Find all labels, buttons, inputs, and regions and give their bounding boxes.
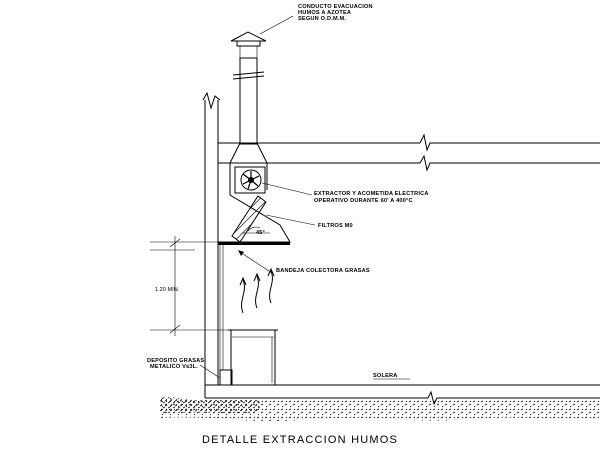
- grease-filter: [231, 195, 267, 243]
- extractor-fan-icon: [234, 166, 266, 194]
- floor-label: SOLERA: [373, 373, 398, 379]
- filters-label: FILTROS M0: [318, 223, 353, 229]
- height-label: 1.20 MIN.: [155, 287, 180, 293]
- deposit-label-1: DEPOSITO GRASAS: [147, 358, 204, 364]
- flue-duct: [230, 31, 267, 145]
- tray-label: BANDEJA COLECTORA GRASAS: [276, 268, 370, 274]
- extractor-label-1: EXTRACTOR Y ACOMETIDA ELECTRICA: [314, 191, 429, 197]
- smoke-arrows: [239, 267, 275, 314]
- angle-mark: [242, 226, 270, 234]
- ceiling-slab: [218, 133, 600, 172]
- height-dimension: [150, 236, 228, 336]
- chimney-label-1: CONDUCTO EVACUACION: [298, 4, 373, 10]
- extractor-label-2: OPERATIVO DURANTE 60' A 400°C: [314, 198, 413, 204]
- leader-lines: [199, 15, 410, 380]
- grease-tray: [219, 245, 224, 370]
- ground: [160, 397, 600, 422]
- labels: CONDUCTO EVACUACION HUMOS A AZOTEA SEGUN…: [147, 4, 429, 446]
- grease-deposit: [219, 369, 233, 386]
- angle-label: 45°: [256, 230, 265, 236]
- diagram-title: DETALLE EXTRACCION HUMOS: [202, 434, 398, 446]
- cooking-appliance-icon: [228, 329, 278, 386]
- left-wall: [202, 91, 221, 398]
- extractor-hood: [218, 142, 291, 245]
- chimney-label-2: HUMOS A AZOTEA: [298, 10, 351, 16]
- chimney-label-3: SEGUN O.D.M.M.: [298, 16, 346, 22]
- deposit-label-2: METALICO V≤3L.: [150, 364, 198, 370]
